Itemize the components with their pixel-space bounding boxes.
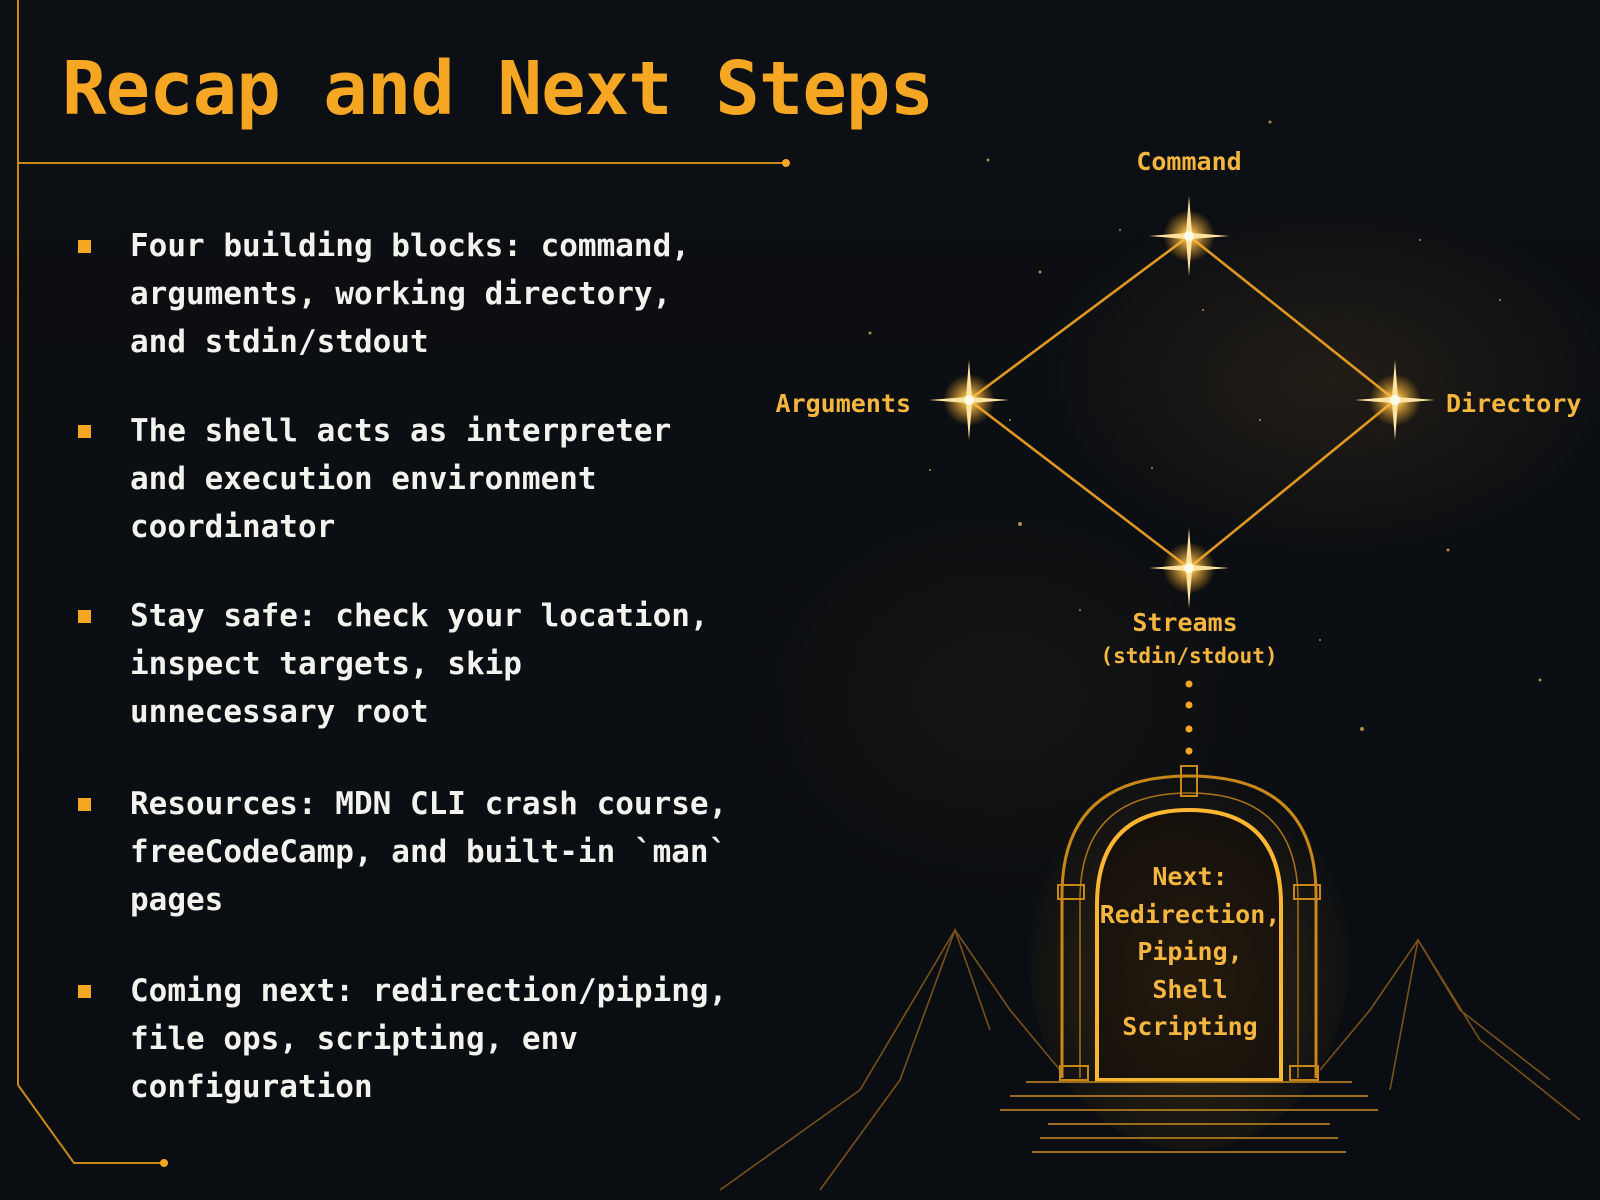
page-title: Recap and Next Steps [62, 46, 934, 132]
star-command [1149, 196, 1229, 276]
list-item-text: Stay safe: check your location, inspect … [130, 598, 709, 730]
list-item-text: Coming next: redirection/piping, file op… [130, 973, 728, 1105]
node-label-directory: Directory [1446, 389, 1581, 418]
node-label-streams: Streams [1132, 608, 1237, 637]
list-item: Coming next: redirection/piping, file op… [76, 967, 727, 1111]
bullet-icon [78, 798, 91, 811]
list-item: The shell acts as interpreter and execut… [76, 407, 671, 551]
connection-lines [968, 234, 1396, 570]
list-item: Four building blocks: command, arguments… [76, 222, 690, 366]
bullet-icon [78, 425, 91, 438]
list-item-text: Resources: MDN CLI crash course, freeCod… [130, 786, 728, 918]
portal-arch [1029, 765, 1349, 1150]
bullet-icon [78, 985, 91, 998]
portal-steps [1000, 1081, 1378, 1153]
mountain-silhouettes [719, 927, 1581, 1191]
list-item: Resources: MDN CLI crash course, freeCod… [76, 780, 727, 924]
bullet-icon [78, 610, 91, 623]
dotted-connector [1185, 680, 1193, 755]
bullet-icon [78, 240, 91, 253]
node-label-command: Command [1136, 147, 1241, 176]
star-streams [1149, 528, 1229, 608]
background-stars [868, 120, 1542, 731]
star-arguments [929, 360, 1009, 440]
node-label-arguments: Arguments [776, 389, 911, 418]
portal-text: Next: Redirection, Piping, Shell Scripti… [1099, 862, 1281, 1041]
star-directory [1355, 360, 1435, 440]
node-sublabel-streams: (stdin/stdout) [1100, 644, 1277, 668]
list-item: Stay safe: check your location, inspect … [76, 592, 709, 736]
list-item-text: The shell acts as interpreter and execut… [130, 413, 672, 545]
list-item-text: Four building blocks: command, arguments… [130, 228, 690, 360]
